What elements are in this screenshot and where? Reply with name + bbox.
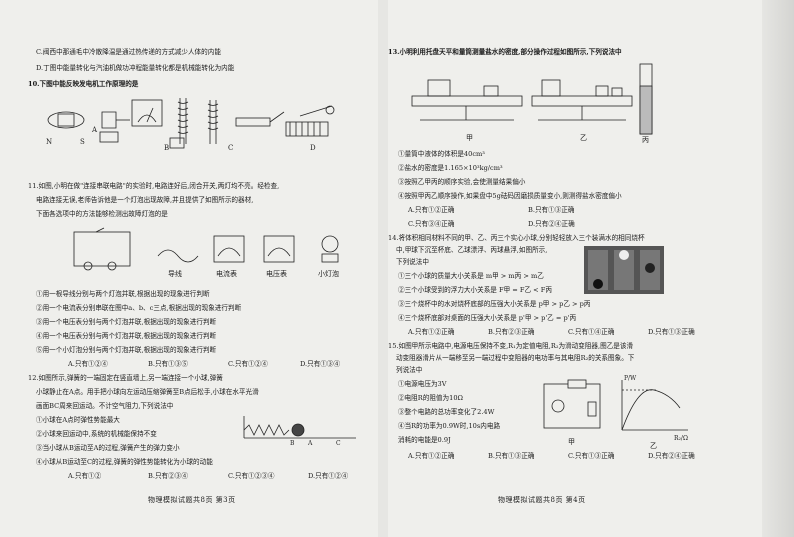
q12-item-4: ④小球从B运动至C的过程,弹簧的弹性势能转化为小球的动能 <box>36 458 213 466</box>
q11-item-3: ③用一个电压表分别与两个灯泡并联,根据出现的现象进行判断 <box>36 318 217 326</box>
q12-option-c: C.只有①②③④ <box>228 472 275 480</box>
q14-option-a: A.只有①②正确 <box>408 328 455 336</box>
q13-option-d: D.只有②④正确 <box>528 220 575 228</box>
q15-circuit-graph-svg: P/W R₂/Ω 甲 乙 <box>543 375 688 450</box>
tool-ammeter-label: 电流表 <box>216 269 237 278</box>
q15-stem-1: 15.如图甲所示电路中,电源电压保持不变,R₁为定值电阻,R₂为滑动变阻器,图乙… <box>388 342 634 350</box>
q11-option-b: B.只有①③⑤ <box>148 360 188 368</box>
q15-figure: P/W R₂/Ω 甲 乙 <box>538 374 698 450</box>
q10-label-b: B <box>164 144 169 152</box>
q11-figure-svg: 导线 电流表 电压表 小灯泡 <box>73 227 339 278</box>
q11-stem-1: 11.如图,小明在做"连接串联电路"的实验时,电路连好后,闭合开关,两灯均不亮。… <box>28 182 280 190</box>
q14-stem-3: 下列说法中 <box>396 258 429 266</box>
q10-stem: 10.下图中能反映发电机工作原理的是 <box>28 80 139 88</box>
q13-stem: 13.小明利用托盘天平和量筒测量盐水的密度,部分操作过程如图所示,下列说法中 <box>388 48 622 56</box>
q12-stem-2: 小球静止在A点。用手把小球向左运动压缩弹簧至B点后松手,小球在水平光滑 <box>36 388 259 396</box>
spring-label-a: A <box>307 440 313 446</box>
q10-label-c: C <box>228 144 233 152</box>
graph-label-yi: 乙 <box>650 442 657 450</box>
q13-item-2: ②盐水的密度是1.165×10³kg/cm³ <box>398 164 503 172</box>
q15-option-a: A.只有①②正确 <box>408 452 455 460</box>
q13-option-a: A.只有①②正确 <box>408 206 455 214</box>
q10-label-a: A <box>91 126 98 134</box>
q13-figure: 甲 乙 丙 <box>408 60 658 144</box>
q14-item-2: ②三个小球受到的浮力大小关系是 F甲 = F乙 < F丙 <box>398 286 552 294</box>
option-d-text: D.丁图中能量转化与汽油机做功冲程能量转化都是机械能转化为内能 <box>36 64 235 72</box>
q15-item-2: ②电阻R的阻值为10Ω <box>398 394 463 402</box>
q11-item-2: ②用一个电流表分别串联在图中a、b、c三点,根据出现的现象进行判断 <box>36 304 242 312</box>
q14-item-1: ①三个小球的质量大小关系是 m甲 > m丙 > m乙 <box>398 272 544 280</box>
q15-stem-2: 动变阻器滑片从一端移至另一端过程中变阻器的电功率与其电阻R₂的关系图象。下 <box>396 354 635 362</box>
q13-item-1: ①量筒中液体的体积是40cm³ <box>398 150 485 158</box>
q10-label-d: D <box>310 144 316 152</box>
circuit-label-jia: 甲 <box>568 438 575 446</box>
svg-text:N: N <box>46 138 52 146</box>
q12-item-1: ①小球在A点时弹性势能最大 <box>36 416 120 424</box>
q12-stem-1: 12.如图所示,弹簧的一端固定在竖直墙上,另一端连接一个小球,弹簧 <box>28 374 223 382</box>
q12-option-b: B.只有②③④ <box>148 472 188 480</box>
spring-label-c: C <box>336 440 341 446</box>
q10-figure-svg: N S <box>46 98 335 152</box>
q13-option-c: C.只有③④正确 <box>408 220 455 228</box>
tool-bulb-label: 小灯泡 <box>318 269 339 278</box>
q12-stem-3: 画面BC周来回运动。不计空气阻力,下列说法中 <box>36 402 174 410</box>
q14-stem-1: 14.将体积相同材料不同的甲、乙、丙三个实心小球,分别轻轻放入三个装满水的相同烧… <box>388 234 645 242</box>
right-footer: 物理模拟试题共8页 第4页 <box>498 496 586 504</box>
q12-spring-svg: B A C <box>243 416 356 446</box>
q14-option-c: C.只有①④正确 <box>568 328 615 336</box>
q13-item-3: ③按照乙甲丙的顺序实验,会使测量结果偏小 <box>398 178 526 186</box>
q14-item-3: ③三个烧杯中的水对烧杯底部的压强大小关系是 p甲 > p乙 > p丙 <box>398 300 591 308</box>
q11-item-1: ①用一根导线分别与两个灯泡并联,根据出现的现象进行判断 <box>36 290 210 298</box>
balance-label-yi: 乙 <box>580 134 587 142</box>
q12-figure: B A C <box>240 414 360 446</box>
q13-balance-svg: 甲 乙 丙 <box>411 63 653 144</box>
balance-label-jia: 甲 <box>466 134 473 142</box>
q14-beakers-svg <box>584 246 664 294</box>
graph-x-label: R₂/Ω <box>674 435 688 442</box>
tool-wire-label: 导线 <box>168 269 182 278</box>
q11-option-c: C.只有①②④ <box>228 360 268 368</box>
page-edge-shadow <box>762 0 794 537</box>
q13-option-b: B.只有①③正确 <box>528 206 575 214</box>
q11-stem-3: 下面各选项中的方法能够检测出故障灯泡的是 <box>36 210 168 218</box>
q15-option-b: B.只有①③正确 <box>488 452 535 460</box>
q15-option-d: D.只有②④正确 <box>648 452 695 460</box>
q14-stem-2: 中,甲球下沉至杯底、乙球漂浮、丙球悬浮,如图所示, <box>396 246 548 254</box>
q15-item-4: ④当R的功率为0.9W时,10s内电路 <box>398 422 501 430</box>
q12-item-2: ②小球来回运动中,系统的机械能保持不变 <box>36 430 157 438</box>
q15-stem-3: 列说法中 <box>396 366 423 374</box>
q15-item-1: ①电源电压为3V <box>398 380 447 388</box>
q15-item-3: ③整个电路的总功率变化了2.4W <box>398 408 495 416</box>
page-gutter <box>378 0 388 537</box>
q11-item-5: ⑤用一个小灯泡分别与两个灯泡并联,根据出现的现象进行判断 <box>36 346 217 354</box>
q14-item-4: ④三个烧杯底部对桌面的压强大小关系是 p'甲 > p'乙 = p'丙 <box>398 314 577 322</box>
q11-stem-2: 电路连接无误,老师告诉他是一个灯泡出现故障,并且提供了如图所示的器材, <box>36 196 254 204</box>
q14-figure <box>584 246 664 294</box>
q10-figure: N S <box>40 92 340 154</box>
q13-item-4: ④按照甲丙乙顺序操作,如果盘中5g砝码因磨损质量变小,则测得盐水密度偏小 <box>398 192 622 200</box>
q12-item-3: ③当小球从B运动至A的过程,弹簧产生的弹力变小 <box>36 444 180 452</box>
q15-option-c: C.只有①③正确 <box>568 452 615 460</box>
q15-item-5: 消耗的电能是0.9J <box>398 436 451 444</box>
q12-option-d: D.只有①②④ <box>308 472 349 480</box>
cylinder-label-bing: 丙 <box>642 136 649 144</box>
spring-label-b: B <box>290 440 295 446</box>
left-footer: 物理模拟试题共8页 第3页 <box>148 496 236 504</box>
svg-text:S: S <box>80 138 85 146</box>
q14-option-b: B.只有②③正确 <box>488 328 535 336</box>
q11-option-d: D.只有①③④ <box>300 360 341 368</box>
graph-y-label: P/W <box>624 375 637 382</box>
q11-item-4: ④用一个电压表分别与两个灯泡并联,根据出现的现象进行判断 <box>36 332 217 340</box>
option-c-text: C.阀西中那通毛中冷散降温是通过热传递的方式减少人体的内能 <box>36 48 221 56</box>
q11-option-a: A.只有①②④ <box>68 360 108 368</box>
q11-figure: 导线 电流表 电压表 小灯泡 <box>68 224 368 280</box>
q14-option-d: D.只有①③正确 <box>648 328 695 336</box>
q12-option-a: A.只有①② <box>68 472 102 480</box>
tool-voltmeter-label: 电压表 <box>266 269 287 278</box>
